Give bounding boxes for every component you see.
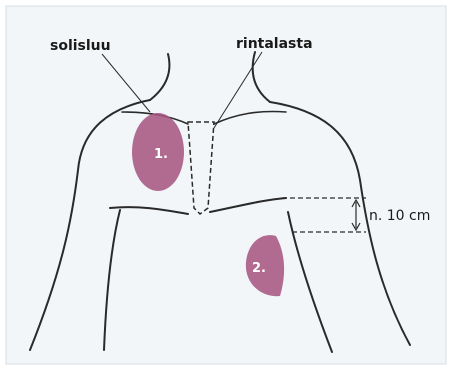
sternum-label: rintalasta xyxy=(236,36,313,52)
paper-background xyxy=(6,6,446,364)
clavicle-label: solisluu xyxy=(50,38,111,54)
measurement-label: n. 10 cm xyxy=(369,208,430,224)
pad-1-label: 1. xyxy=(154,147,168,162)
pad-2-label: 2. xyxy=(252,261,266,276)
